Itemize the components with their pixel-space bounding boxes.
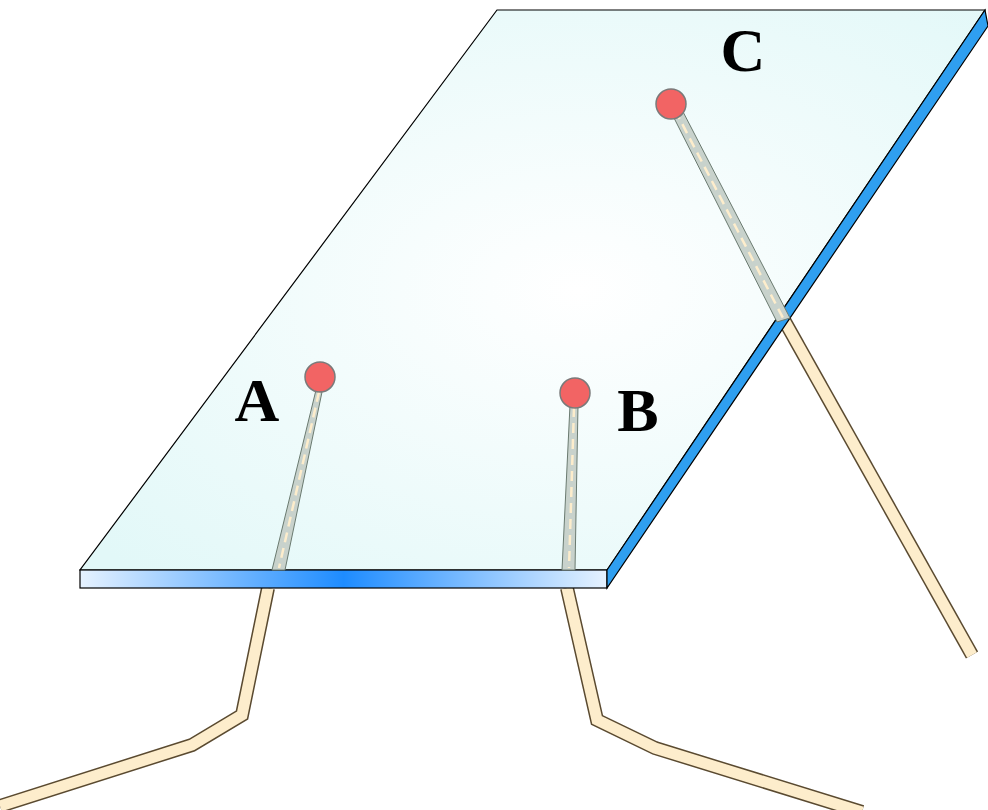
pin-label: C [721, 19, 766, 81]
pin-shaft-in-glass [272, 106, 790, 570]
glass-plate-front-edge [80, 570, 607, 588]
pin-label: B [617, 379, 658, 441]
glass-plate-side-edge [607, 10, 988, 588]
glass-plate-top [80, 10, 985, 570]
pin-label: A [235, 369, 280, 431]
pin-head [305, 89, 686, 408]
